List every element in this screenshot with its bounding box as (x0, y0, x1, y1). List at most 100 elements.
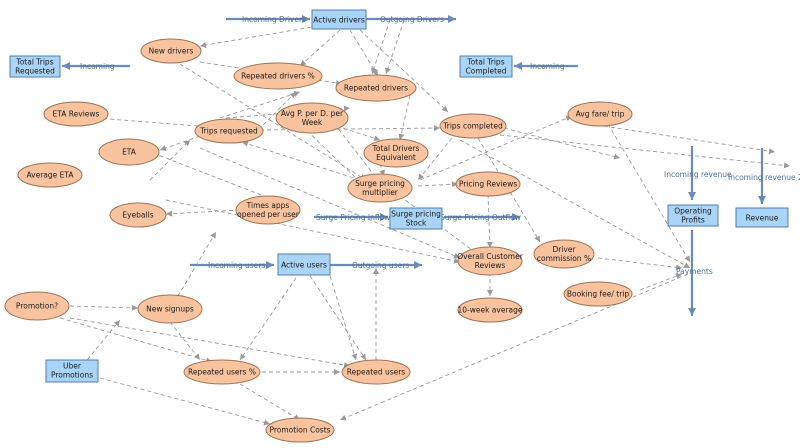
link (329, 275, 358, 361)
stock-uber-promotions[interactable]: Uber Promotions (45, 359, 99, 383)
var-repeated-drivers[interactable]: Repeated drivers (335, 74, 417, 102)
var-label: Trips completed (442, 122, 503, 131)
var-pricing-reviews[interactable]: Pricing Reviews (455, 171, 521, 197)
link (99, 377, 271, 426)
var-driver-commission[interactable]: Driver commission % (533, 239, 595, 269)
var-label: Promotion? (16, 302, 58, 311)
flow-label-incoming-completed: Incoming (530, 62, 565, 71)
var-booking-fee-trip[interactable]: Booking fee/ trip (563, 281, 633, 307)
link (199, 147, 461, 259)
var-label: Eyeballs (122, 211, 153, 220)
flow-label-payments: Payments (676, 267, 713, 276)
stock-label-line2: Promotions (51, 371, 93, 380)
influence-links (59, 19, 791, 426)
stock-surge-pricing[interactable]: Surge pricing Stock (389, 207, 443, 230)
stock-label: Active drivers (313, 16, 365, 25)
link (385, 19, 405, 75)
var-label-line2: opened per user (237, 210, 300, 219)
var-label-line2: Equivalent (376, 153, 416, 162)
stock-label-line1: Total Trips (15, 58, 53, 67)
link (329, 117, 379, 181)
var-avg-p-per-d-per-week[interactable]: Avg P. per D. per Week (275, 102, 349, 134)
var-label: New signups (146, 305, 194, 314)
flow-label-incoming-revenue: Incoming revenue (664, 170, 732, 179)
var-total-drivers-equivalent[interactable]: Total Drivers Equivalent (363, 138, 429, 168)
stock-label: Revenue (746, 214, 779, 223)
var-ten-week-average[interactable]: 10-week average (457, 297, 523, 323)
link (169, 321, 201, 361)
var-label: Repeated users (347, 368, 406, 377)
link (179, 63, 367, 181)
stock-label-line2: Completed (466, 67, 507, 76)
var-label: Promotion Costs (269, 426, 330, 435)
var-repeated-drivers-pct[interactable]: Repeated drivers % (233, 62, 323, 90)
link (359, 29, 449, 113)
var-trips-requested[interactable]: Trips requested (194, 118, 264, 144)
link (639, 273, 683, 291)
var-label-line1: Overall Customer (457, 252, 524, 261)
link (241, 140, 361, 181)
var-avg-fare-trip[interactable]: Avg fare/ trip (567, 101, 633, 127)
var-label-line1: Times apps (246, 201, 290, 210)
var-overall-customer-reviews[interactable]: Overall Customer Reviews (457, 246, 524, 276)
var-label-line2: multiplier (362, 188, 399, 197)
var-label-line1: Driver (552, 245, 576, 254)
var-eta[interactable]: ETA (98, 138, 160, 166)
link (589, 123, 776, 155)
link (199, 25, 319, 48)
link (417, 181, 459, 188)
var-promotion-costs[interactable]: Promotion Costs (265, 417, 335, 443)
var-label-line1: Avg P. per D. per (281, 109, 344, 118)
stock-total-trips-completed[interactable]: Total Trips Completed (459, 55, 513, 78)
var-surge-pricing-multiplier[interactable]: Surge pricing multiplier (347, 173, 413, 203)
link (59, 317, 213, 364)
link (165, 199, 461, 264)
var-label-line2: Reviews (475, 261, 506, 270)
link (486, 193, 493, 249)
link (239, 271, 301, 361)
var-label-line1: Surge pricing (355, 179, 405, 188)
link (149, 139, 191, 181)
var-label-line2: commission % (537, 254, 591, 263)
var-repeated-users-pct[interactable]: Repeated users % (183, 359, 261, 385)
var-repeated-users[interactable]: Repeated users (341, 359, 411, 385)
var-label: Trips requested (199, 127, 258, 136)
link (417, 137, 453, 181)
stock-label-line2: Requested (15, 67, 55, 76)
var-average-eta[interactable]: Average ETA (17, 162, 83, 188)
var-new-drivers[interactable]: New drivers (140, 38, 202, 64)
stock-active-users[interactable]: Active users (277, 253, 331, 276)
var-label: Average ETA (26, 171, 74, 180)
var-promotion[interactable]: Promotion? (4, 291, 70, 321)
var-label-line1: Total Drivers (372, 144, 420, 153)
var-new-signups[interactable]: New signups (137, 294, 203, 324)
stock-total-trips-requested[interactable]: Total Trips Requested (9, 55, 61, 78)
stock-operating-profits[interactable]: Operating Profits (667, 204, 719, 227)
var-label: Booking fee/ trip (567, 290, 630, 299)
flow-label-outgoing-users: Outgoing users (352, 261, 409, 270)
var-label: ETA (122, 148, 137, 157)
link (69, 304, 139, 311)
stock-active-drivers[interactable]: Active drivers (311, 9, 367, 30)
flow-label-outgoing-drivers: Outgoing Drivers (380, 15, 444, 24)
link (499, 134, 791, 169)
stock-label-line1: Surge pricing (391, 210, 441, 219)
var-eyeballs[interactable]: Eyeballs (109, 202, 167, 228)
stock-label-line1: Operating (674, 207, 712, 216)
var-label: Pricing Reviews (459, 180, 517, 189)
flow-label-surge-outflow: Surge Pricing Outflow (440, 213, 521, 222)
stock-revenue[interactable]: Revenue (735, 207, 789, 228)
var-trips-completed[interactable]: Trips completed (439, 113, 507, 139)
var-label: 10-week average (457, 306, 522, 315)
link (95, 115, 199, 127)
flow-label-incoming-requested: Incoming (80, 62, 115, 71)
link (219, 91, 301, 119)
var-times-apps-opened[interactable]: Times apps opened per user (235, 195, 301, 225)
var-eta-reviews[interactable]: ETA Reviews (43, 101, 109, 127)
var-label: New drivers (149, 47, 194, 56)
link (339, 273, 689, 421)
flow-label-incoming-drivers: Incoming Drivers (242, 15, 306, 24)
link (459, 139, 691, 269)
var-label: Repeated drivers (344, 84, 408, 93)
